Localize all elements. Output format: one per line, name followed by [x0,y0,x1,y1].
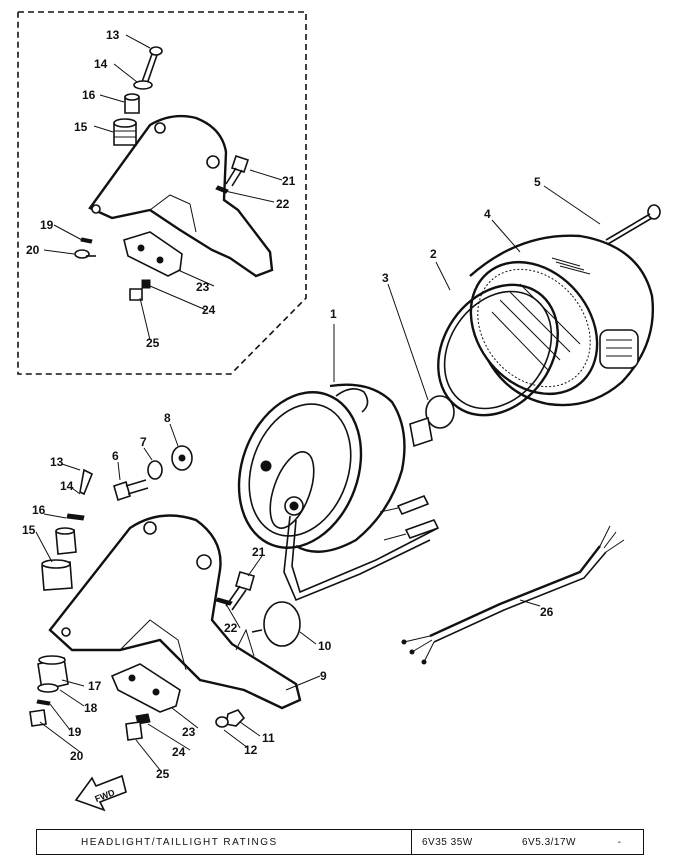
callout-4: 4 [484,207,491,221]
inset-collar [124,93,140,114]
callout-22b: 22 [224,621,238,635]
main-leaders [35,185,601,771]
wire-harness [401,525,625,665]
inset-rubber-damper [113,118,137,146]
inset-dashed-border [17,11,307,375]
nut-12 [215,716,229,728]
callout-22a: 22 [276,197,290,211]
inset-spring [141,279,151,289]
taillight-rating: 6V5.3/17W [522,836,576,848]
nut-25 [125,721,143,741]
pad-23 [110,663,181,713]
washer-14 [66,513,85,521]
callout-24b: 24 [172,745,186,759]
rubber-15 [41,559,73,591]
fwd-arrow-icon [74,774,127,812]
callout-10: 10 [318,639,332,653]
bolt-6 [113,479,149,502]
rubber-17 [37,655,69,691]
inset-spring-washer [215,185,229,194]
nut-20 [29,709,47,727]
washer-7 [147,460,163,480]
nut-11 [225,709,246,727]
callout-6: 6 [112,449,119,463]
washer-18 [37,683,59,693]
inset-pad [123,231,183,277]
callout-3: 3 [382,271,389,285]
callout-21a: 21 [282,174,296,188]
callout-7: 7 [140,435,147,449]
housing-screw [605,204,661,245]
callout-9: 9 [320,669,327,683]
ratings-label: HEADLIGHT/TAILLIGHT RATINGS [37,830,412,854]
callout-8: 8 [164,411,171,425]
callout-15b: 15 [22,523,36,537]
main-bracket [48,514,302,710]
callout-25a: 25 [146,336,160,350]
ratings-table: HEADLIGHT/TAILLIGHT RATINGS 6V35 35W 6V5… [36,829,644,855]
headlight-bulb [409,395,455,448]
callout-23b: 23 [182,725,196,739]
ratings-mark: - [617,836,621,848]
collar-16 [55,527,77,555]
callout-16a: 16 [82,88,96,102]
callout-17: 17 [88,679,102,693]
callout-24a: 24 [202,303,216,317]
washer-19 [36,699,51,706]
callout-20a: 20 [26,243,40,257]
callout-14b: 14 [60,479,74,493]
callout-13b: 13 [50,455,64,469]
callout-11: 11 [262,731,275,745]
headlight-rating: 6V35 35W [422,836,473,848]
rubber-8 [171,445,193,471]
callout-14a: 14 [94,57,108,71]
callout-23a: 23 [196,280,210,294]
inset-nut-20 [74,249,96,259]
callout-20b: 20 [70,749,84,763]
callout-5: 5 [534,175,541,189]
callout-13a: 13 [106,28,120,42]
inset-leaders [43,34,283,341]
inset-bolt [141,46,163,85]
taillight-unit [237,383,406,553]
callout-19a: 19 [40,218,54,232]
inset-bolt-21 [225,154,250,187]
callout-2: 2 [430,247,437,261]
callout-21b: 21 [252,545,266,559]
inset-washer-19 [80,237,93,244]
callout-25b: 25 [156,767,170,781]
callout-26: 26 [540,605,554,619]
callout-12: 12 [244,743,258,757]
inset-washer [133,80,153,90]
bolt-13 [79,468,94,496]
headlight-housing [469,234,654,407]
callout-1: 1 [330,307,337,321]
spring-washer-22 [215,597,233,606]
taillight-wires [283,494,440,602]
callout-18: 18 [84,701,98,715]
headlight-rim [437,283,559,417]
callout-19b: 19 [68,725,82,739]
inset-bracket [88,114,274,278]
callout-15a: 15 [74,120,88,134]
reflector-10 [251,601,301,647]
inset-nut-25 [129,288,143,301]
callout-16b: 16 [32,503,46,517]
